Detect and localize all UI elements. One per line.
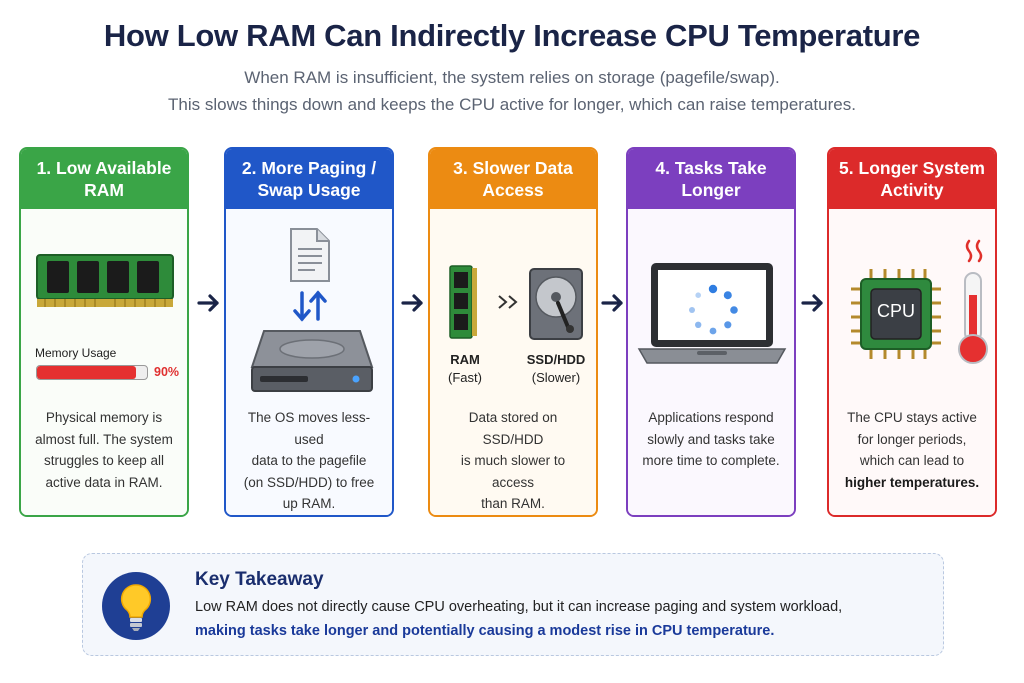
arrow-right-icon [400,290,426,316]
step-title: 2. More Paging /Swap Usage [226,149,392,209]
hard-drive-icon [529,268,583,340]
page-title: How Low RAM Can Indirectly Increase CPU … [103,18,921,53]
subtitle-line-2: This slows things down and keeps the CPU… [168,95,856,114]
arrow-right-icon [196,290,222,316]
ram-module-icon [36,254,174,307]
key-takeaway-box: Key Takeaway Low RAM does not directly c… [82,553,944,656]
double-chevron-icon [498,295,518,309]
thermometer-icon [958,239,988,364]
memory-usage-percent: 90% [154,365,180,379]
memory-usage-label: Memory Usage [35,346,117,360]
subtitle-line-1: When RAM is insufficient, the system rel… [244,68,780,87]
document-icon [290,228,330,282]
arrow-right-icon [800,290,826,316]
memory-usage-fill [37,366,136,379]
loading-spinner-icon [689,284,738,335]
takeaway-title: Key Takeaway [195,569,324,590]
arrow-right-icon [600,290,626,316]
up-down-arrows-icon [293,290,327,322]
takeaway-text-line-2: making tasks take longer and potentially… [195,623,775,639]
ram-label: RAM (Fast) [448,352,482,385]
cpu-chip-icon [851,269,941,359]
memory-usage-bar [36,365,148,380]
lightbulb-icon [102,572,170,640]
hard-drive-icon [250,330,374,392]
disk-label: SSD/HDD (Slower) [526,352,586,385]
step-card-paging: 2. More Paging /Swap Usage The OS moves … [224,147,394,517]
cpu-label: CPU [876,301,915,321]
takeaway-text-line-1: Low RAM does not directly cause CPU over… [195,599,843,615]
ram-module-icon [449,265,477,339]
